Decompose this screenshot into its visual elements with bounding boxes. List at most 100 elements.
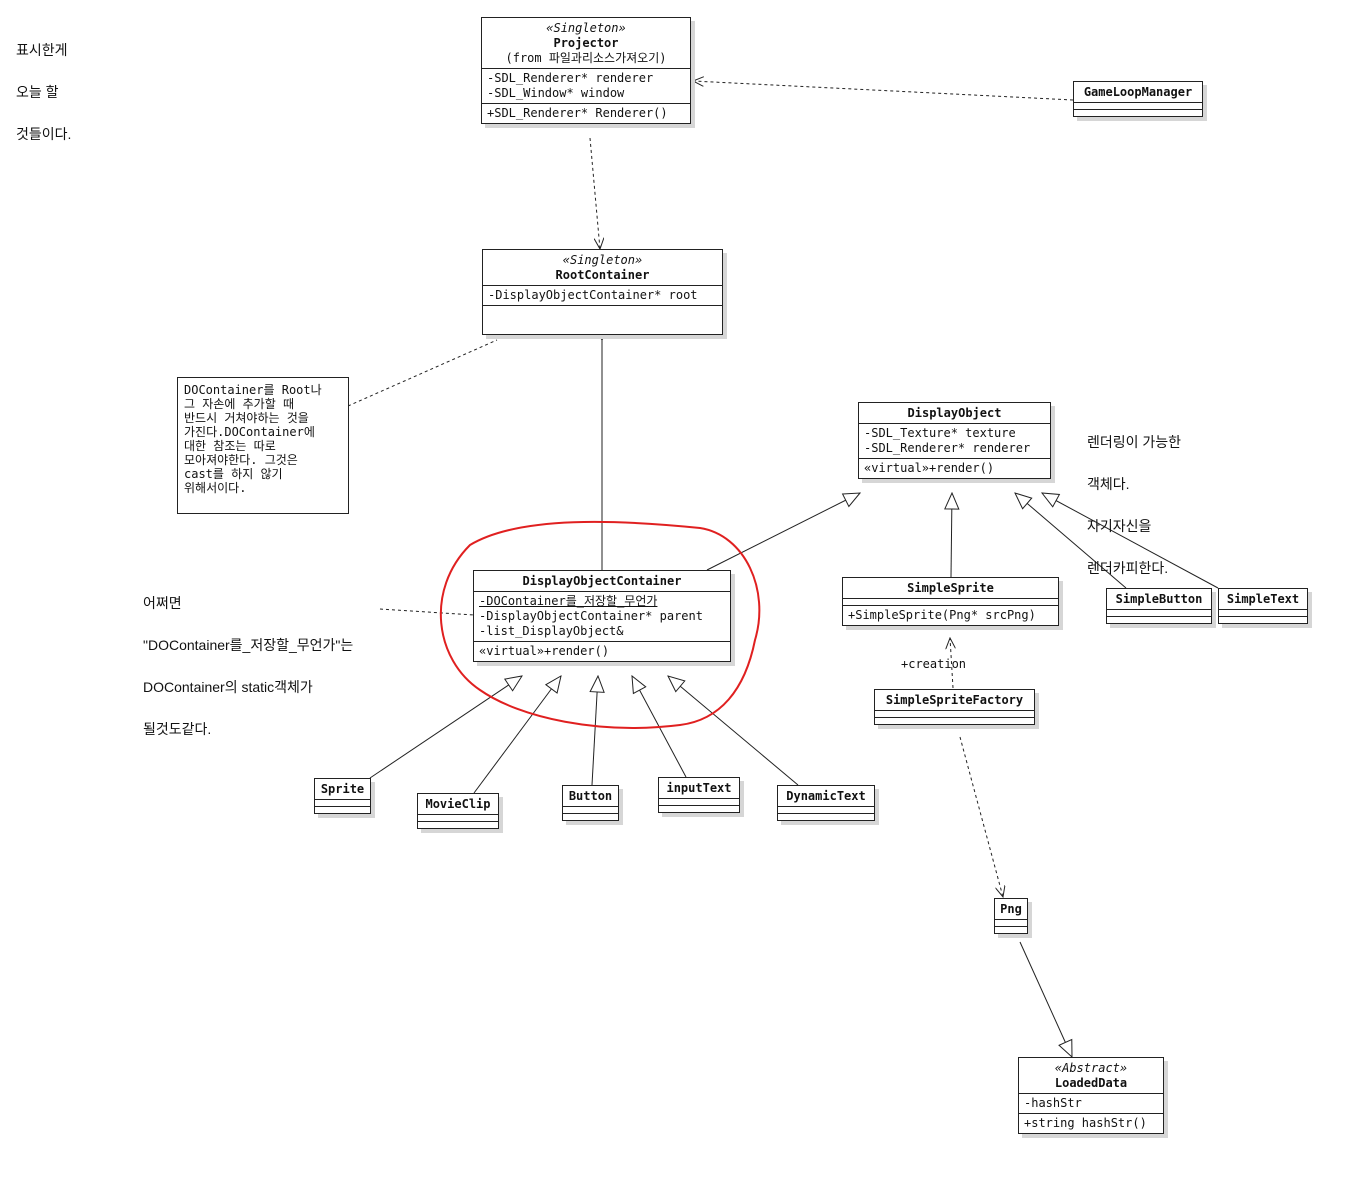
class-rootcontainer[interactable]: «Singleton» RootContainer -DisplayObject…	[482, 249, 723, 335]
class-operations: «virtual»+render()	[859, 458, 1050, 478]
class-name: inputText	[666, 781, 732, 795]
free-note-line: DOContainer의 static객체가	[143, 679, 313, 695]
class-header: MovieClip	[418, 794, 498, 814]
class-simplespritefactory[interactable]: SimpleSpriteFactory	[874, 689, 1035, 725]
class-stereotype: «Abstract»	[1054, 1061, 1128, 1075]
class-header: GameLoopManager	[1074, 82, 1202, 102]
class-name: MovieClip	[425, 797, 491, 811]
highlight-circle	[439, 520, 761, 729]
generalization-movieclip-doc	[473, 676, 561, 794]
class-header: DisplayObjectContainer	[474, 571, 730, 591]
class-header: SimpleSprite	[843, 578, 1058, 598]
class-displayobject[interactable]: DisplayObject -SDL_Texture* texture -SDL…	[858, 402, 1051, 479]
class-name: Png	[1000, 902, 1022, 916]
note-line: 위해서이다.	[184, 481, 247, 495]
class-simplebutton[interactable]: SimpleButton	[1106, 588, 1212, 624]
class-attributes	[875, 710, 1034, 717]
class-button[interactable]: Button	[562, 785, 619, 821]
class-name: Sprite	[320, 782, 365, 796]
free-note-static: 어쩌면 "DOContainer를_저장할_무언가"는 DOContainer의…	[143, 568, 353, 750]
class-operations	[875, 717, 1034, 724]
class-operations	[315, 806, 370, 813]
class-inputtext[interactable]: inputText	[658, 777, 740, 813]
dependency-projector-rootcontainer	[589, 137, 600, 249]
class-attributes	[563, 806, 618, 813]
class-sprite[interactable]: Sprite	[314, 778, 371, 814]
note-docontainer[interactable]: DOContainer를 Root나 그 자손에 추가할 때 반드시 거쳐야하는…	[177, 377, 349, 514]
class-attributes	[778, 806, 874, 813]
generalization-simplesprite-displayobject	[951, 493, 952, 578]
class-name: GameLoopManager	[1083, 85, 1193, 99]
class-name: DisplayObjectContainer	[522, 574, 682, 588]
note-line: 반드시 거쳐야하는 것을	[184, 411, 309, 425]
association-label-creation: +creation	[901, 657, 967, 671]
class-name: SimpleButton	[1115, 592, 1203, 606]
class-operation: «virtual»+render()	[864, 461, 995, 475]
class-loadeddata[interactable]: «Abstract» LoadedData -hashStr +string h…	[1018, 1057, 1164, 1134]
class-operation: +string hashStr()	[1024, 1116, 1147, 1130]
class-displayobjectcontainer[interactable]: DisplayObjectContainer -DOContainer를_저장할…	[473, 570, 731, 662]
class-gameloopmanager[interactable]: GameLoopManager	[1073, 81, 1203, 117]
class-operations: +string hashStr()	[1019, 1113, 1163, 1133]
class-operations	[1219, 616, 1307, 623]
class-attributes	[315, 799, 370, 806]
class-attributes	[1107, 609, 1211, 616]
class-dynamictext[interactable]: DynamicText	[777, 785, 875, 821]
note-line: 모아져야한다. 그것은	[184, 453, 298, 467]
free-note-line: 것들이다.	[16, 126, 72, 142]
class-operations	[995, 926, 1027, 933]
class-simpletext[interactable]: SimpleText	[1218, 588, 1308, 624]
class-attributes	[418, 814, 498, 821]
free-note-top-left: 표시한게 오늘 할 것들이다.	[16, 15, 71, 155]
dependency-gameloop-projector	[693, 81, 1074, 101]
class-operations: +SDL_Renderer* Renderer()	[482, 103, 690, 123]
class-attribute: -SDL_Renderer* renderer	[487, 71, 654, 85]
class-header: DynamicText	[778, 786, 874, 806]
class-operations	[483, 305, 722, 334]
class-movieclip[interactable]: MovieClip	[417, 793, 499, 829]
free-note-line: 오늘 할	[16, 84, 59, 100]
class-operation: +SDL_Renderer* Renderer()	[487, 106, 668, 120]
free-note-line: 렌더카피한다.	[1087, 560, 1169, 576]
class-attributes: -DOContainer를_저장할_무언가 -DisplayObjectCont…	[474, 591, 730, 641]
class-stereotype: «Singleton»	[546, 21, 626, 35]
class-attributes	[995, 919, 1027, 926]
generalization-png-loadeddata	[1019, 941, 1072, 1057]
class-stereotype: «Singleton»	[562, 253, 643, 267]
class-attribute: -list_DisplayObject&	[479, 624, 624, 638]
generalization-simpletext-displayobject	[1042, 493, 1219, 589]
class-attributes	[1219, 609, 1307, 616]
class-operations	[778, 813, 874, 820]
generalization-simplebutton-displayobject	[1015, 493, 1127, 589]
class-attribute: -SDL_Texture* texture	[864, 426, 1016, 440]
class-attributes	[659, 798, 739, 805]
class-header: «Singleton» Projector (from 파일과리소스가져오기)	[482, 18, 690, 68]
class-operations: +SimpleSprite(Png* srcPng)	[843, 605, 1058, 625]
class-attributes: -SDL_Texture* texture -SDL_Renderer* ren…	[859, 423, 1050, 458]
class-operations: «virtual»+render()	[474, 641, 730, 661]
class-simplesprite[interactable]: SimpleSprite +SimpleSprite(Png* srcPng)	[842, 577, 1059, 626]
free-note-line: 객체다.	[1087, 476, 1130, 492]
class-projector[interactable]: «Singleton» Projector (from 파일과리소스가져오기) …	[481, 17, 691, 124]
class-attribute: -DisplayObjectContainer* root	[488, 288, 698, 302]
class-operations	[418, 821, 498, 828]
class-operation: «virtual»+render()	[479, 644, 610, 658]
generalization-dynamictext-doc	[668, 676, 799, 786]
free-note-line: 어쩌면	[143, 595, 182, 611]
class-attributes: -DisplayObjectContainer* root	[483, 285, 722, 305]
class-attributes: -SDL_Renderer* renderer -SDL_Window* win…	[482, 68, 690, 103]
class-name: Button	[568, 789, 613, 803]
free-note-line: 자기자신을	[1087, 518, 1152, 534]
class-header: inputText	[659, 778, 739, 798]
dependency-factory-png	[959, 736, 1003, 897]
class-name: SimpleSpriteFactory	[885, 693, 1024, 707]
class-static-attribute: -DOContainer를_저장할_무언가	[479, 594, 658, 608]
class-name: DynamicText	[786, 789, 866, 803]
class-png[interactable]: Png	[994, 898, 1028, 934]
class-attribute: -SDL_Renderer* renderer	[864, 441, 1031, 455]
free-note-displayobject: 렌더링이 가능한 객체다. 자기자신을 렌더카피한다.	[1087, 407, 1181, 589]
class-operations	[659, 805, 739, 812]
free-note-line: "DOContainer를_저장할_무언가"는	[143, 637, 354, 653]
generalization-button-doc	[592, 676, 598, 786]
